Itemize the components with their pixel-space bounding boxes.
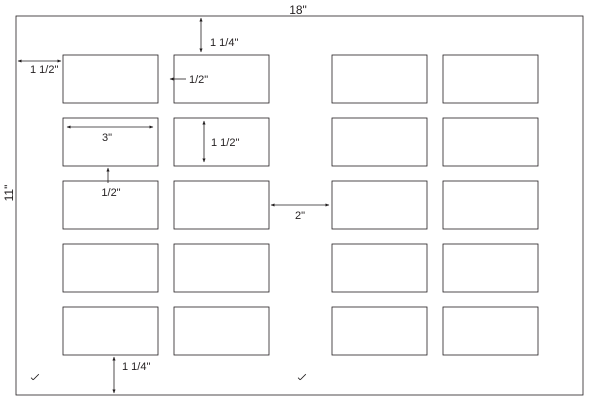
card-height-label: 1 1/2" bbox=[211, 137, 239, 149]
bottom-margin-label: 1 1/4" bbox=[122, 361, 150, 373]
card-outline bbox=[62, 54, 159, 104]
card-outline bbox=[62, 243, 159, 293]
registration-mark-icon bbox=[297, 373, 307, 381]
card-outline bbox=[173, 117, 270, 167]
card-outline bbox=[442, 54, 539, 104]
card-outline bbox=[173, 306, 270, 356]
sheet-outline bbox=[15, 15, 584, 396]
sheet-height-label: 11" bbox=[2, 185, 16, 202]
left-margin-label: 1 1/2" bbox=[30, 64, 58, 76]
card-outline bbox=[62, 117, 159, 167]
vertical-gap-label: 1/2" bbox=[101, 187, 120, 199]
card-outline bbox=[62, 180, 159, 230]
card-outline bbox=[331, 54, 428, 104]
card-outline bbox=[173, 243, 270, 293]
card-width-label: 3" bbox=[102, 132, 112, 144]
card-outline bbox=[331, 117, 428, 167]
top-margin-label: 1 1/4" bbox=[210, 37, 238, 49]
center-gap-label: 2" bbox=[295, 210, 305, 222]
card-outline bbox=[442, 243, 539, 293]
card-grid bbox=[62, 54, 539, 356]
horizontal-gap-label: 1/2" bbox=[189, 74, 208, 86]
card-outline bbox=[331, 306, 428, 356]
card-outline bbox=[442, 117, 539, 167]
card-outline bbox=[62, 306, 159, 356]
card-outline bbox=[331, 243, 428, 293]
card-outline bbox=[331, 180, 428, 230]
card-outline bbox=[442, 306, 539, 356]
card-outline bbox=[173, 180, 270, 230]
registration-mark-icon bbox=[30, 373, 40, 381]
sheet-width-label: 18" bbox=[289, 3, 307, 17]
card-outline bbox=[442, 180, 539, 230]
